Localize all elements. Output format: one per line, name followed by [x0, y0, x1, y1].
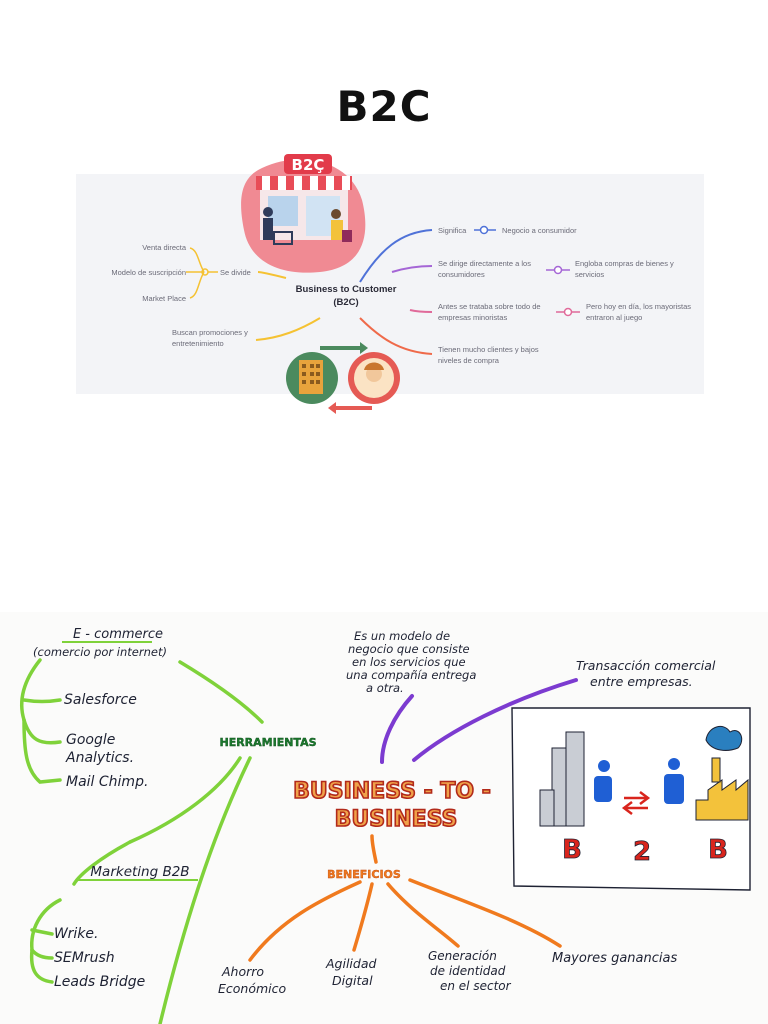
b2b-marketing-leadsbridge: Leads Bridge [54, 974, 145, 990]
shopping-cart-icon [273, 231, 293, 245]
b2b-benefit-3-line1: Generación [428, 949, 497, 963]
b2c-center-line1: Business to Customer [296, 284, 397, 295]
b2b-marketing-semrush: SEMrush [54, 950, 115, 966]
b2b-letter-3: B [708, 835, 728, 865]
b2c-left-bottom-1: Buscan promociones y [172, 328, 248, 337]
b2c-badge: B2Ç [292, 156, 325, 174]
page-title: B2C [336, 82, 432, 131]
b2c-right-2-detail-1: Engloba compras de bienes y [575, 259, 674, 268]
b2c-right-2-detail-2: servicios [575, 270, 604, 279]
b2b-herramientas: HERRAMIENTAS [219, 736, 316, 749]
b2c-right-3-label-1: Antes se trataba sobre todo de [438, 302, 541, 311]
b2c-right-4-label-1: Tienen mucho clientes y bajos [438, 345, 539, 354]
b2b-marketing-title: Marketing B2B [90, 864, 189, 880]
b2b-tool-salesforce: Salesforce [64, 692, 137, 708]
b2b-tool-google: Google [66, 732, 115, 748]
b2b-beneficios: BENEFICIOS [327, 868, 401, 881]
b2b-benefit-2-line1: Agilidad [325, 956, 376, 971]
shop-illustration: B2Ç [241, 154, 366, 273]
b2b-letter-1: B [562, 835, 582, 865]
factory-icon [695, 725, 749, 821]
b2b-benefit-3-line3: en el sector [440, 979, 512, 993]
shopper-head-icon [263, 207, 273, 217]
b2b-definition-5: a otra. [366, 681, 404, 695]
b2b-definition-1: Es un modelo de [354, 629, 450, 643]
exchange-arrows-icon [621, 791, 651, 815]
b2b-center-line2: BUSINESS [335, 807, 458, 832]
b2c-right-3-detail-1: Pero hoy en día, los mayoristas [586, 302, 691, 311]
b2c-center-line2: (B2C) [333, 297, 358, 308]
b2b-benefit-1-line1: Ahorro [221, 964, 264, 979]
b2c-right-1-label: Significa [438, 226, 467, 235]
b2c-left-item-1: Venta directa [142, 243, 187, 252]
b2c-right-1-detail: Negocio a consumidor [502, 226, 577, 235]
b2c-right-2-label-2: consumidores [438, 270, 485, 279]
b2b-transaction-1: Transacción comercial [576, 658, 716, 673]
b2b-center-line1: BUSINESS - TO - [293, 779, 491, 804]
b2b-illustration: B 2 B [511, 707, 751, 891]
b2b-benefit-4: Mayores ganancias [552, 951, 677, 966]
b2b-benefit-3-line2: de identidad [430, 964, 506, 978]
b2b-letter-2: 2 [633, 837, 651, 867]
b2b-benefit-1-line2: Económico [218, 981, 287, 996]
b2c-left-item-2: Modelo de suscripción [111, 268, 186, 277]
b2b-ecommerce-subtitle: (comercio por internet) [33, 645, 167, 659]
b2c-right-3-detail-2: entraron al juego [586, 313, 642, 322]
b2c-right-2-label-1: Se dirige directamente a los [438, 259, 531, 268]
cloud-icon [705, 725, 743, 751]
b2b-definition-3: en los servicios que [352, 655, 466, 669]
b2c-right-3-label-2: empresas minoristas [438, 313, 507, 322]
b2c-left-item-3: Market Place [142, 294, 186, 303]
b2c-left-branch: Se divide [220, 268, 251, 277]
businessman-icon [594, 758, 684, 804]
b2b-definition-4: una compañía entrega [346, 668, 476, 682]
b2b-definition-2: negocio que consiste [348, 642, 470, 656]
b2b-benefit-2-line2: Digital [332, 973, 373, 988]
b2b-marketing-wrike: Wrike. [54, 926, 98, 942]
skyscraper-icon [539, 731, 585, 827]
b2b-transaction-2: entre empresas. [590, 674, 693, 689]
b2c-right-4-label-2: niveles de compra [438, 356, 500, 365]
b2c-mindmap-panel [76, 174, 704, 394]
b2b-ecommerce-title: E - commerce [73, 627, 163, 642]
company-consumer-icon [286, 342, 400, 414]
b2c-left-bottom-2: entretenimiento [172, 339, 224, 348]
b2b-tool-analytics: Analytics. [65, 750, 134, 766]
b2b-tool-mailchimp: Mail Chimp. [66, 774, 148, 790]
